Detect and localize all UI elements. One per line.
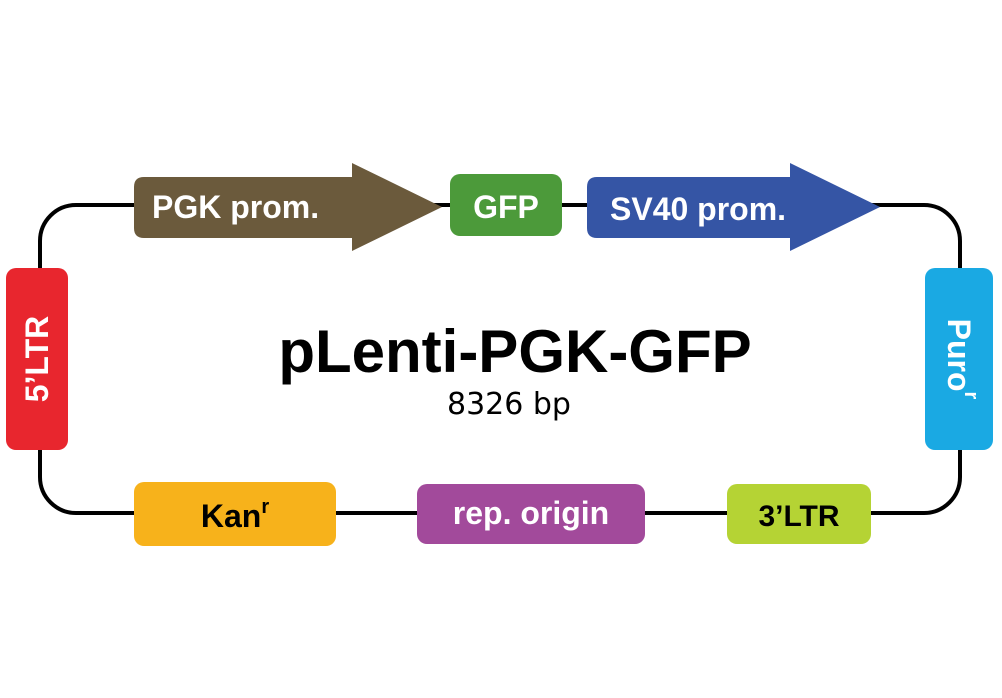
feature-puro-resistance: Puror xyxy=(925,268,993,450)
puro-box xyxy=(925,268,993,450)
gfp-box xyxy=(450,174,562,236)
sv40-promoter-label: SV40 prom. xyxy=(610,191,786,227)
kan-box xyxy=(134,482,336,546)
ltr5-box xyxy=(6,268,68,450)
gfp-label: GFP xyxy=(473,189,539,225)
feature-sv40-promoter: SV40 prom. xyxy=(587,163,880,251)
feature-rep-origin: rep. origin xyxy=(417,484,645,544)
plasmid-name: pLenti-PGK-GFP xyxy=(278,318,751,385)
pgk-promoter-label: PGK prom. xyxy=(152,189,319,225)
ori-box xyxy=(417,484,645,544)
kan-label-sup: r xyxy=(261,496,269,518)
kan-label: Kanr xyxy=(201,496,269,534)
pgk-promoter-arrow xyxy=(134,163,442,251)
feature-5-ltr: 5’LTR xyxy=(6,268,68,450)
plasmid-size: 8326 bp xyxy=(447,387,571,422)
ltr3-box xyxy=(727,484,871,544)
ori-label: rep. origin xyxy=(453,495,609,531)
puro-label-text: Puro xyxy=(941,319,977,392)
feature-pgk-promoter: PGK prom. xyxy=(134,163,442,251)
kan-label-text: Kan xyxy=(201,498,261,534)
feature-gfp: GFP xyxy=(450,174,562,236)
sv40-promoter-arrow xyxy=(587,163,880,251)
ltr5-label: 5’LTR xyxy=(19,316,55,403)
feature-3-ltr: 3’LTR xyxy=(727,484,871,544)
ltr3-label: 3’LTR xyxy=(758,500,839,533)
puro-label: Puror xyxy=(941,319,982,400)
feature-kan-resistance: Kanr xyxy=(134,482,336,546)
puro-label-sup: r xyxy=(960,392,982,400)
